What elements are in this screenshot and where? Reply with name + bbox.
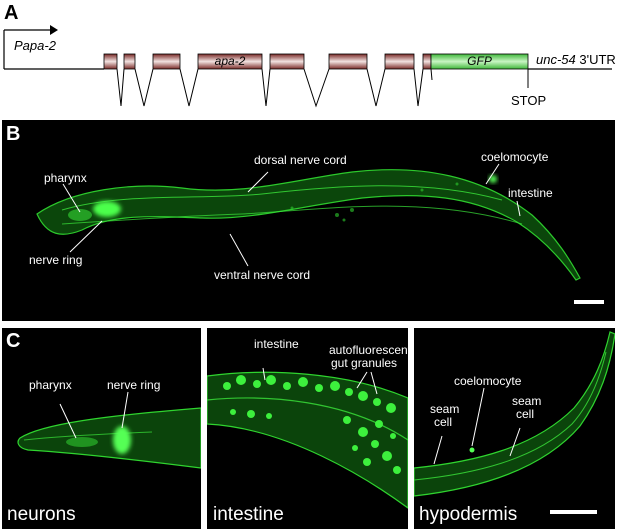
panel-c-letter: C xyxy=(6,330,21,352)
hypodermis-coelomocyte xyxy=(469,447,475,453)
exon-8 xyxy=(422,53,432,70)
pharynx-glow xyxy=(68,209,92,221)
worm-whole-body xyxy=(36,163,604,304)
dorsal-cord-line xyxy=(61,185,503,211)
panel-b-pointers xyxy=(62,163,521,267)
panel-b-letter: B xyxy=(6,123,21,145)
promoter-label: Papa-2 xyxy=(14,38,56,53)
label-intestine-b: intestine xyxy=(508,186,553,200)
exon-5 xyxy=(269,53,305,70)
worm-body xyxy=(36,169,581,281)
title-neurons: neurons xyxy=(7,504,76,525)
label-seam2-line2: cell xyxy=(516,407,535,421)
panel-c-intestine-image xyxy=(207,328,408,529)
exons xyxy=(103,53,432,70)
neurons-nerve-ring xyxy=(113,426,131,454)
intestine-pointers xyxy=(262,367,378,395)
label-pharynx-b: pharynx xyxy=(44,171,87,185)
panel-a-letter: A xyxy=(4,2,19,24)
label-nerve-ring-b: nerve ring xyxy=(29,253,83,267)
title-hypodermis: hypodermis xyxy=(419,504,518,525)
coelomocyte-dot xyxy=(489,175,497,183)
scale-bar-b xyxy=(574,300,604,304)
label-seam2-line1: seam xyxy=(512,394,542,408)
label-ventral-cord: ventral nerve cord xyxy=(214,268,311,282)
label-pharynx-c: pharynx xyxy=(29,378,72,392)
label-coelomocyte-b: coelomocyte xyxy=(481,150,549,164)
label-seam1-line2: cell xyxy=(434,415,453,429)
gene-label: apa-2 xyxy=(214,54,246,68)
exon-4 xyxy=(197,53,263,70)
hypodermis-svg xyxy=(414,331,615,514)
utr-gene-label: unc-54 xyxy=(536,52,576,67)
neurons-pointers xyxy=(59,391,129,439)
label-seam1-line1: seam xyxy=(430,402,460,416)
exon-1 xyxy=(103,53,118,70)
exon-7 xyxy=(384,53,415,70)
panel-c-hypodermis-image xyxy=(414,328,615,529)
label-intestine-c: intestine xyxy=(254,337,299,351)
label-granules-line2: gut granules xyxy=(331,356,398,370)
gfp-label: GFP xyxy=(467,54,492,68)
ventral-cord-line xyxy=(61,205,523,225)
utr-suffix-label: 3'UTR xyxy=(575,52,616,67)
exon-2 xyxy=(123,53,136,70)
panel-c-neurons-image xyxy=(2,328,201,529)
speckles xyxy=(290,182,459,222)
hypodermis-pointers xyxy=(433,387,521,465)
label-nerve-ring-c: nerve ring xyxy=(107,378,161,392)
gut-granules xyxy=(223,375,401,474)
utr-label: unc-54 3'UTR xyxy=(536,52,616,67)
neurons-worm xyxy=(17,407,201,469)
label-granules-line1: autofluorescent xyxy=(329,343,412,357)
gfp-box xyxy=(430,53,529,70)
scale-bar-c xyxy=(550,510,597,514)
exon-3 xyxy=(152,53,181,70)
hypodermis-worm xyxy=(414,331,615,497)
introns xyxy=(116,68,433,108)
stop-label: STOP xyxy=(511,93,547,108)
promoter-arrow xyxy=(3,25,58,69)
intestine-worm xyxy=(207,371,408,509)
gene-construct-diagram xyxy=(3,25,612,108)
nerve-ring-glow xyxy=(93,201,121,217)
exon-6 xyxy=(328,53,368,70)
intestine-svg xyxy=(207,367,408,509)
title-intestine: intestine xyxy=(213,504,284,525)
panel-b-image xyxy=(2,120,615,321)
neurons-svg xyxy=(17,391,201,469)
label-coelomocyte-c: coelomocyte xyxy=(454,374,522,388)
label-dorsal-cord: dorsal nerve cord xyxy=(254,153,347,167)
